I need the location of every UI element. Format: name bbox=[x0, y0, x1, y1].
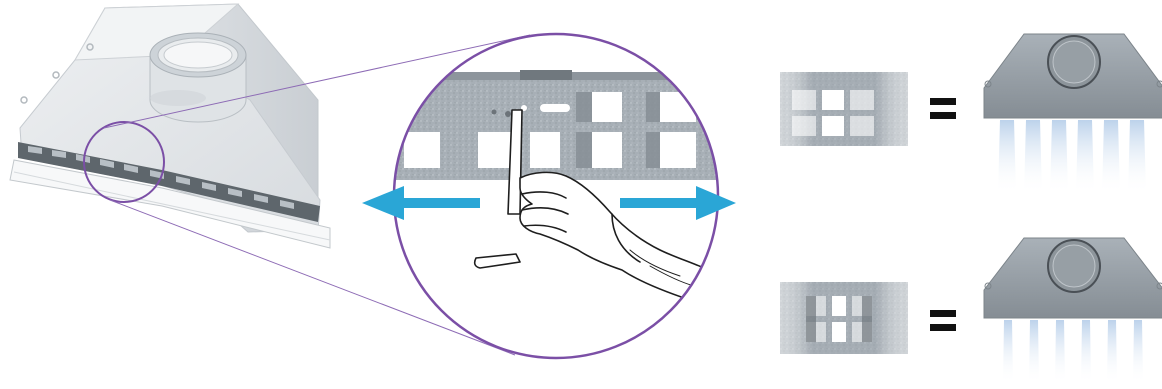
airflow-wide bbox=[998, 120, 1146, 194]
grille-sample-open bbox=[780, 72, 908, 146]
zoom-circle bbox=[380, 34, 740, 358]
plenum-front-wide-flow bbox=[984, 34, 1162, 194]
airflow-narrow bbox=[1003, 320, 1143, 384]
equals-icon bbox=[930, 98, 956, 119]
comparison-row-restricted bbox=[780, 238, 1162, 384]
comparison-row-open bbox=[780, 34, 1162, 194]
spigot-icon bbox=[150, 33, 246, 122]
grille-sample-closed bbox=[780, 282, 908, 354]
plenum-front-narrow-flow bbox=[984, 238, 1162, 384]
equals-icon bbox=[930, 310, 956, 331]
plenum-box-illustration bbox=[10, 4, 330, 248]
